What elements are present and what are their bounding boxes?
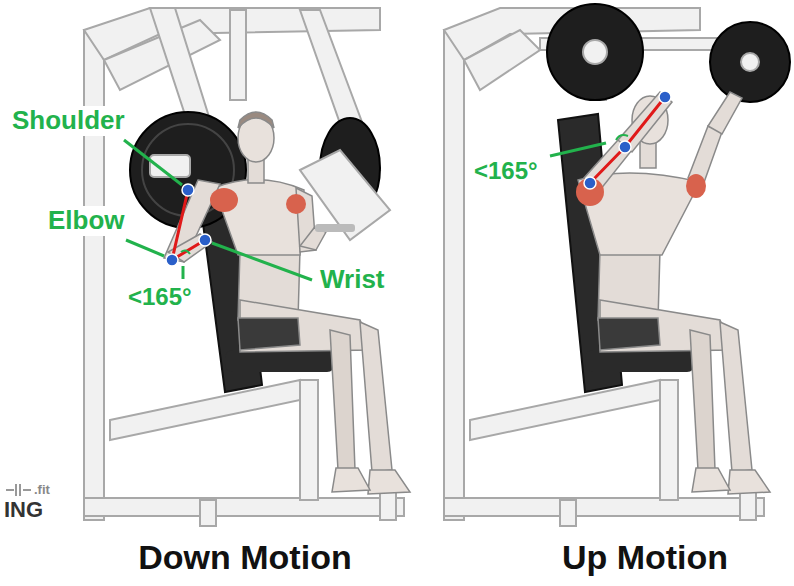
watermark-mark [6, 484, 31, 496]
panel-title: Down Motion [138, 538, 351, 577]
joint-label: Elbow [46, 206, 127, 236]
panel-title: Up Motion [562, 538, 728, 577]
figure-right [576, 92, 770, 494]
joint-label: Wrist [318, 265, 387, 295]
machine-left [84, 8, 404, 526]
figure-left [164, 112, 410, 494]
joint-label: Shoulder [10, 106, 127, 136]
angle-label: <165° [472, 157, 540, 185]
watermark: ING [4, 497, 43, 522]
angle-label: <165° [126, 283, 194, 311]
leader-lines-left [124, 140, 312, 280]
watermark: .fit [34, 483, 50, 498]
leader-line-right [550, 143, 606, 156]
